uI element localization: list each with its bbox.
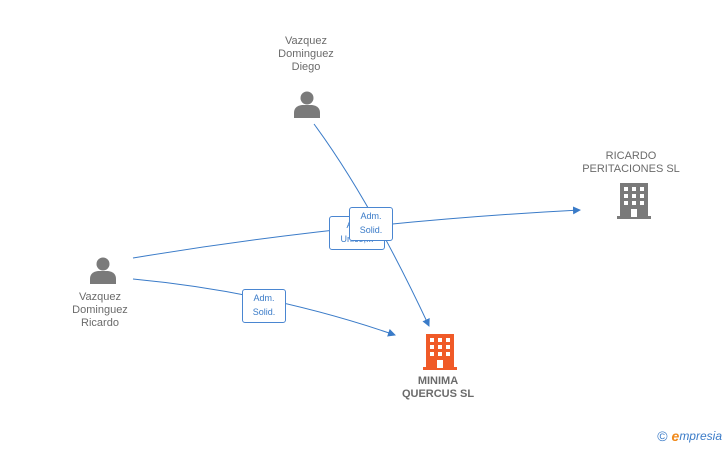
- edge-badge-adm-solid-diego[interactable]: Adm. Solid.: [349, 207, 393, 241]
- node-label-minima: MINIMA QUERCUS SL: [401, 375, 475, 400]
- edge-badge-line1: Adm.: [360, 211, 382, 221]
- edge-badge-line1: Adm.: [253, 293, 275, 303]
- building-icon[interactable]: [617, 183, 651, 219]
- brand-name: mpresia: [679, 429, 722, 443]
- empresia-logo[interactable]: © e mpresia: [657, 428, 722, 444]
- brand-letter: e: [671, 428, 680, 444]
- edge-badge-adm-solid-ricardo[interactable]: Adm. Solid.: [242, 289, 286, 323]
- person-icon[interactable]: [88, 255, 118, 285]
- node-label-ricardo: Vazquez Dominguez Ricardo: [72, 291, 128, 329]
- node-label-peritaciones: RICARDO PERITACIONES SL: [582, 150, 680, 175]
- node-label-diego: Vazquez Dominguez Diego: [278, 35, 334, 73]
- person-icon[interactable]: [292, 89, 322, 119]
- building-icon[interactable]: [423, 334, 457, 370]
- edge-badge-line2: Solid.: [359, 225, 383, 235]
- copyright-symbol: ©: [657, 428, 668, 444]
- edge-badge-line2: Solid.: [252, 307, 276, 317]
